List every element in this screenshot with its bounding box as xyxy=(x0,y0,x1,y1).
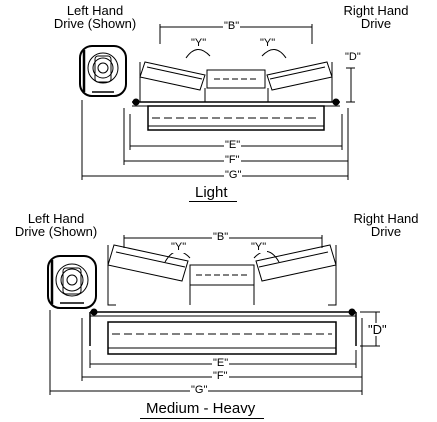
light-left-drive-line2: Drive (Shown) xyxy=(53,16,137,31)
light-caption-underline xyxy=(189,201,237,202)
light-idler-frame xyxy=(132,61,340,131)
heavy-dim-f: "F" xyxy=(212,370,229,382)
light-dim-y-left: "Y" xyxy=(190,37,208,49)
light-dim-e: "E" xyxy=(224,139,242,151)
heavy-caption: Medium - Heavy xyxy=(146,400,256,417)
light-dim-y-right: "Y" xyxy=(259,37,277,49)
heavy-idler-frame xyxy=(89,244,357,355)
heavy-dim-y-right: "Y" xyxy=(250,241,268,253)
light-dim-d: "D" xyxy=(344,51,362,63)
heavy-dim-y-left: "Y" xyxy=(170,241,188,253)
heavy-left-drive-line2: Drive (Shown) xyxy=(14,224,98,239)
light-caption: Light xyxy=(195,184,228,201)
light-dim-b: "B" xyxy=(223,20,241,32)
heavy-dim-b: "B" xyxy=(212,231,230,243)
heavy-dim-g: "G" xyxy=(190,384,209,396)
heavy-dim-d: "D" xyxy=(367,322,388,337)
heavy-right-drive-line1: Right Hand xyxy=(353,211,419,226)
heavy-left-drive-line1: Left Hand xyxy=(27,211,85,226)
light-left-drive-label: Left Hand Drive (Shown) xyxy=(40,4,150,30)
light-dim-f: "F" xyxy=(224,154,241,166)
light-right-drive-line1: Right Hand xyxy=(343,3,409,18)
heavy-dim-e: "E" xyxy=(212,357,230,369)
light-right-drive-line2: Drive xyxy=(360,16,392,31)
heavy-right-drive-line2: Drive xyxy=(370,224,402,239)
light-left-drive-line1: Left Hand xyxy=(66,3,124,18)
light-drive-motor xyxy=(79,45,127,97)
heavy-left-drive-label: Left Hand Drive (Shown) xyxy=(6,212,106,238)
heavy-drive-motor xyxy=(47,255,97,309)
heavy-caption-underline xyxy=(140,418,264,419)
heavy-right-drive-label: Right Hand Drive xyxy=(336,212,436,238)
light-dim-g: "G" xyxy=(224,169,243,181)
light-right-drive-label: Right Hand Drive xyxy=(326,4,426,30)
